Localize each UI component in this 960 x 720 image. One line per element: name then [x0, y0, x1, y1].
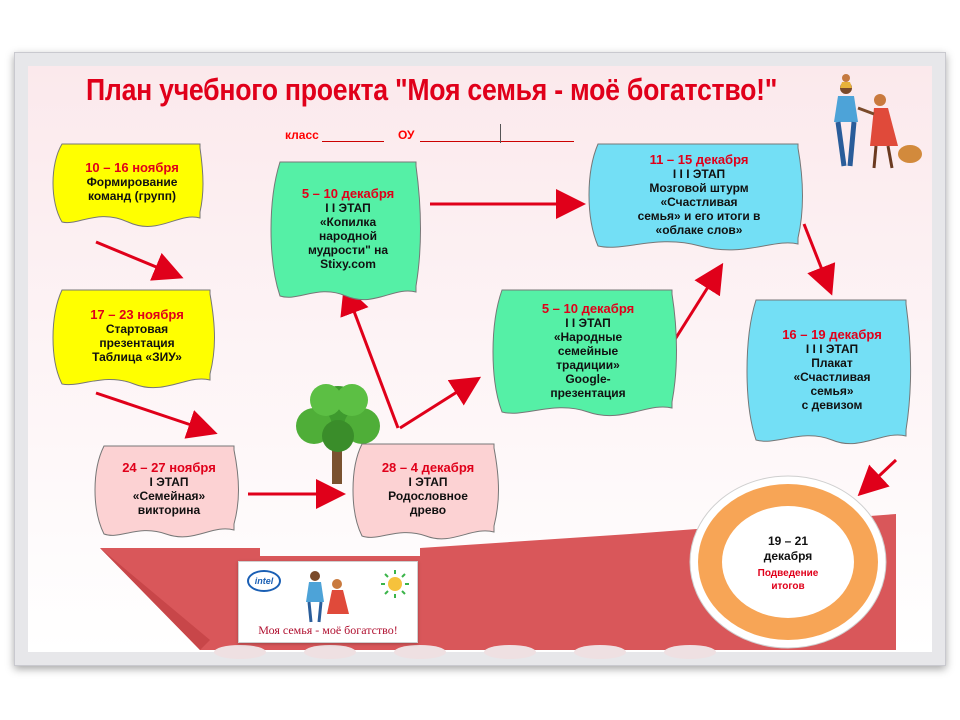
sun-logo-icon [381, 570, 409, 598]
page-title: План учебного проекта "Моя семья - моё б… [86, 72, 778, 107]
stage-4-date: 28 – 4 декабря [381, 459, 475, 475]
stage-7-desc-1: Мозговой штурм [649, 180, 749, 195]
school-underline [420, 141, 574, 142]
stage-card-7: 11 – 15 декабря I I I ЭТАП Мозговой штур… [584, 142, 814, 254]
stage-8-desc-1: Плакат [811, 355, 853, 370]
stage-3-desc-1: «Семейная» [132, 488, 206, 503]
stage-card-3: 24 – 27 ноября I ЭТАП «Семейная» виктори… [90, 444, 248, 540]
stage-7-desc-3: семья» и его итоги в [637, 208, 761, 223]
stage-7-desc-4: «облаке слов» [655, 222, 743, 237]
stage-5-desc-2: народной [319, 228, 377, 243]
stage-6-desc-2: семейные [557, 343, 619, 358]
stage-card-8: 16 – 19 декабря I I I ЭТАП Плакат «Счаст… [742, 298, 922, 448]
stage-1-desc-1: Формирование [86, 174, 178, 189]
stage-2-desc-2: презентация [99, 335, 175, 350]
family-logo-icon [306, 571, 349, 623]
stage-2-desc-1: Стартовая [105, 321, 169, 336]
stage-8-stage: I I I ЭТАП [805, 341, 859, 356]
stage-card-6: 5 – 10 декабря I I ЭТАП «Народные семейн… [488, 288, 688, 420]
final-date: 19 – 21 декабря [763, 533, 813, 563]
stage-8-desc-3: семья» [810, 383, 854, 398]
stage-2-date: 17 – 23 ноября [90, 306, 184, 322]
stage-4-desc-2: древо [409, 502, 447, 517]
intel-logo-icon: intel [247, 570, 281, 592]
stage-5-stage: I I ЭТАП [325, 200, 371, 215]
stage-6-desc-3: традиции» [556, 357, 620, 372]
stage-5-desc-4: Stixy.com [320, 256, 376, 271]
stage-6-desc-4: Google- [565, 371, 611, 386]
stage-8-desc-2: «Счастливая [793, 369, 871, 384]
stage-7-desc-2: «Счастливая [660, 194, 738, 209]
final-label: Подведение итогов [757, 567, 819, 592]
stage-5-date: 5 – 10 декабря [301, 185, 395, 201]
stage-3-stage: I ЭТАП [149, 474, 189, 489]
logo-caption: Моя семья - моё богатство! [258, 623, 398, 637]
final-stage: 19 – 21 декабря Подведение итогов [722, 508, 854, 618]
stage-3-desc-2: викторина [137, 502, 201, 517]
text-cursor [500, 124, 501, 143]
stage-card-5: 5 – 10 декабря I I ЭТАП «Копилка народно… [266, 160, 430, 304]
class-underline [322, 141, 384, 142]
stage-7-date: 11 – 15 декабря [649, 151, 749, 167]
stage-card-1: 10 – 16 ноября Формирование команд (груп… [48, 142, 216, 228]
school-label: ОУ [398, 128, 415, 142]
stage-4-desc-1: Родословное [388, 488, 468, 503]
project-logo: intel Моя семья - моё богатство! [238, 561, 418, 643]
stage-1-date: 10 – 16 ноября [85, 159, 179, 175]
tree-icon [296, 384, 380, 484]
final-ring [689, 475, 887, 649]
class-label: класс [285, 128, 319, 142]
stage-5-desc-3: мудрости" на [307, 242, 389, 257]
stage-2-desc-3: Таблица «ЗИУ» [92, 349, 182, 364]
stage-8-desc-4: с девизом [801, 397, 863, 412]
stage-card-2: 17 – 23 ноября Стартовая презентация Таб… [48, 288, 226, 390]
stage-6-desc-5: презентация [550, 385, 626, 400]
stage-4-stage: I ЭТАП [408, 474, 448, 489]
stage-6-date: 5 – 10 декабря [541, 300, 635, 316]
stage-card-4: 28 – 4 декабря I ЭТАП Родословное древо [348, 442, 508, 542]
stage-6-stage: I I ЭТАП [565, 315, 611, 330]
stage-7-stage: I I I ЭТАП [672, 166, 726, 181]
stage-8-date: 16 – 19 декабря [782, 326, 882, 342]
stage-5-desc-1: «Копилка [319, 214, 377, 229]
stage-1-desc-2: команд (групп) [88, 188, 176, 203]
stage-6-desc-1: «Народные [553, 329, 623, 344]
family-illustration-icon [834, 74, 922, 169]
stage-3-date: 24 – 27 ноября [122, 459, 216, 475]
